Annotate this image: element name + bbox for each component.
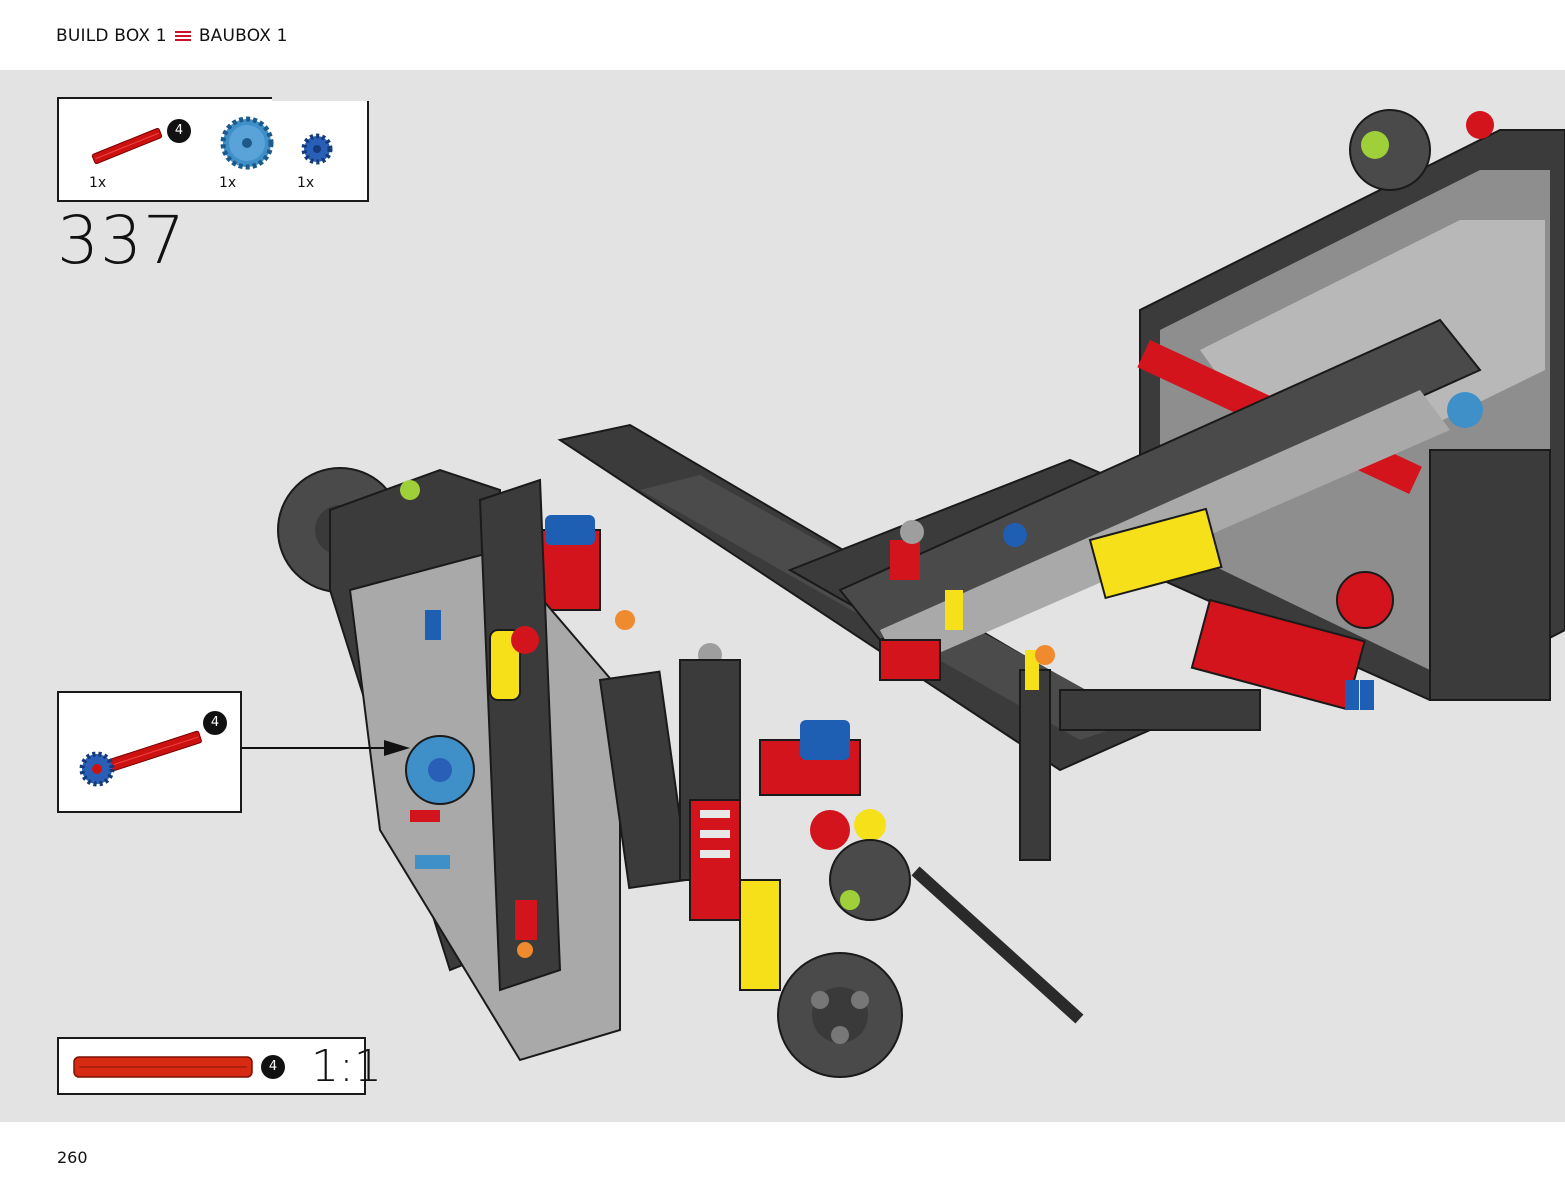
gear-20-tooth-icon <box>220 116 274 170</box>
axle-length-badge: 4 <box>167 119 191 143</box>
model-illustration <box>242 109 1565 1078</box>
instruction-canvas: 4 1x 1x 1x 337 4 <box>0 70 1565 1122</box>
scale-axle-icon <box>73 1056 253 1078</box>
red-axle-4-icon <box>91 127 163 165</box>
insertion-arrow <box>242 740 410 756</box>
header-label-de: BAUBOX 1 <box>198 26 288 46</box>
page-number: 260 <box>57 1148 88 1167</box>
scale-ratio: 1:1 <box>311 1041 382 1092</box>
part-quantity: 1x <box>297 175 315 191</box>
step-number: 337 <box>57 202 186 279</box>
parts-callout: 4 1x 1x 1x <box>57 97 369 202</box>
gear-12-tooth-icon <box>301 133 333 165</box>
gear-on-axle-icon <box>79 730 202 787</box>
separator-icon <box>174 30 191 42</box>
parts-callout-tab <box>272 97 369 101</box>
part-quantity: 1x <box>89 175 107 191</box>
page-footer: 260 <box>0 1122 1565 1191</box>
page-header: BUILD BOX 1 BAUBOX 1 <box>0 0 1565 70</box>
driveshaft-axle <box>911 866 1084 1024</box>
part-quantity: 1x <box>219 175 237 191</box>
subassembly-callout: 4 <box>57 691 242 813</box>
scale-reference: 4 1:1 <box>57 1037 382 1095</box>
header-label-en: BUILD BOX 1 <box>56 26 167 46</box>
subassembly-length-badge: 4 <box>203 711 227 735</box>
header-title: BUILD BOX 1 BAUBOX 1 <box>56 26 288 46</box>
front-suspension <box>277 467 911 1078</box>
scale-length-badge: 4 <box>261 1055 285 1079</box>
